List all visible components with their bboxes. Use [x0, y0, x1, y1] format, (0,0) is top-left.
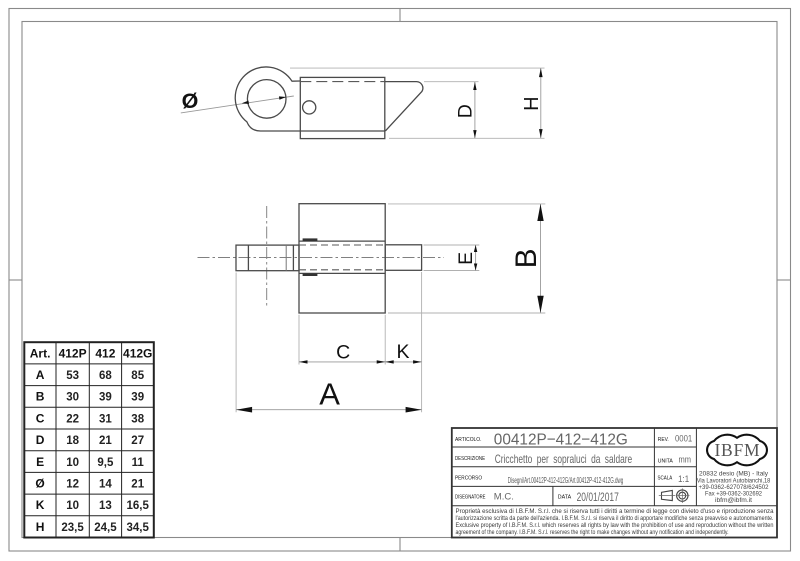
svg-text:K: K — [36, 498, 45, 512]
svg-text:31: 31 — [99, 413, 112, 425]
svg-text:UNITA: UNITA — [658, 458, 673, 464]
svg-text:A: A — [319, 376, 340, 411]
svg-text:68: 68 — [99, 370, 112, 382]
svg-text:Fax +39-0362-302692: Fax +39-0362-302692 — [705, 491, 762, 498]
svg-text:13: 13 — [99, 500, 112, 512]
svg-text:11: 11 — [132, 457, 145, 469]
svg-text:38: 38 — [131, 413, 144, 425]
svg-text:27: 27 — [131, 435, 144, 447]
svg-text:00412P−412−412G: 00412P−412−412G — [494, 432, 628, 449]
svg-text:24,5: 24,5 — [94, 522, 117, 534]
svg-text:53: 53 — [66, 370, 79, 382]
svg-text:C: C — [336, 341, 350, 363]
svg-text:M.C.: M.C. — [494, 492, 514, 503]
svg-text:E: E — [36, 455, 44, 469]
svg-text:H: H — [521, 96, 543, 110]
svg-text:Proprietà esclusiva di I.B.F.M: Proprietà esclusiva di I.B.F.M. S.r.l. c… — [456, 508, 774, 515]
svg-text:D: D — [454, 104, 476, 118]
svg-text:21: 21 — [131, 479, 144, 491]
svg-text:PERCORSO: PERCORSO — [455, 476, 482, 482]
svg-text:B: B — [510, 248, 543, 268]
svg-text:ibfm@ibfm.it: ibfm@ibfm.it — [715, 497, 752, 504]
svg-text:0001: 0001 — [675, 433, 692, 443]
svg-text:agreement of the company. I.B.: agreement of the company. I.B.F.M. S.r.l… — [456, 529, 729, 536]
svg-text:Art.: Art. — [30, 346, 51, 360]
svg-text:16,5: 16,5 — [127, 500, 150, 512]
svg-text:Disegni/Art.00412P-412-412G/Ar: Disegni/Art.00412P-412-412G/Art.00412P-4… — [508, 475, 624, 485]
svg-text:34,5: 34,5 — [127, 522, 150, 534]
svg-text:14: 14 — [99, 479, 112, 491]
svg-text:30: 30 — [66, 392, 79, 404]
svg-text:412P: 412P — [59, 346, 87, 360]
svg-text:E: E — [455, 252, 477, 265]
svg-text:SCALA: SCALA — [658, 476, 673, 482]
svg-text:DATA: DATA — [558, 495, 572, 501]
svg-text:85: 85 — [131, 370, 144, 382]
svg-text:20/01/2017: 20/01/2017 — [577, 492, 619, 504]
svg-text:+39-0362-627078/624502: +39-0362-627078/624502 — [699, 484, 769, 491]
svg-text:A: A — [36, 368, 45, 382]
svg-text:412: 412 — [95, 346, 115, 360]
svg-text:1:1: 1:1 — [678, 474, 689, 485]
svg-text:C: C — [36, 411, 45, 425]
svg-text:H: H — [36, 520, 45, 534]
svg-text:20832 desio (MB) - Italy: 20832 desio (MB) - Italy — [699, 471, 769, 478]
svg-text:22: 22 — [66, 413, 79, 425]
svg-text:412G: 412G — [123, 346, 152, 360]
svg-text:Cricchetto per sopraluci da sa: Cricchetto per sopraluci da saldare — [495, 452, 633, 466]
svg-text:l'autorizzazione scritta da pa: l'autorizzazione scritta da parte dell'a… — [456, 515, 774, 522]
svg-text:Via Lavoratori Autobianchi,18: Via Lavoratori Autobianchi,18 — [697, 477, 771, 484]
svg-text:39: 39 — [99, 392, 112, 404]
svg-text:10: 10 — [66, 500, 79, 512]
svg-text:B: B — [36, 390, 45, 404]
svg-text:9,5: 9,5 — [97, 457, 114, 469]
svg-text:Ø: Ø — [35, 477, 44, 491]
svg-text:23,5: 23,5 — [61, 522, 84, 534]
svg-text:21: 21 — [99, 435, 112, 447]
svg-text:ARTICOLO.: ARTICOLO. — [455, 437, 482, 443]
svg-text:REV.: REV. — [658, 437, 669, 443]
svg-text:Ø: Ø — [182, 89, 199, 113]
svg-text:D: D — [36, 433, 45, 447]
svg-text:mm: mm — [679, 455, 692, 466]
svg-text:IBFM: IBFM — [715, 440, 760, 460]
svg-text:18: 18 — [66, 435, 79, 447]
svg-text:DISEGNATORE: DISEGNATORE — [455, 495, 486, 501]
svg-text:DESCRIZIONE: DESCRIZIONE — [455, 456, 485, 462]
svg-text:Exclusive property of I.B.F.M.: Exclusive property of I.B.F.M. S.r.l. wh… — [456, 522, 774, 529]
svg-text:K: K — [396, 341, 409, 363]
svg-text:12: 12 — [66, 479, 79, 491]
svg-text:39: 39 — [131, 392, 144, 404]
svg-text:10: 10 — [66, 457, 79, 469]
